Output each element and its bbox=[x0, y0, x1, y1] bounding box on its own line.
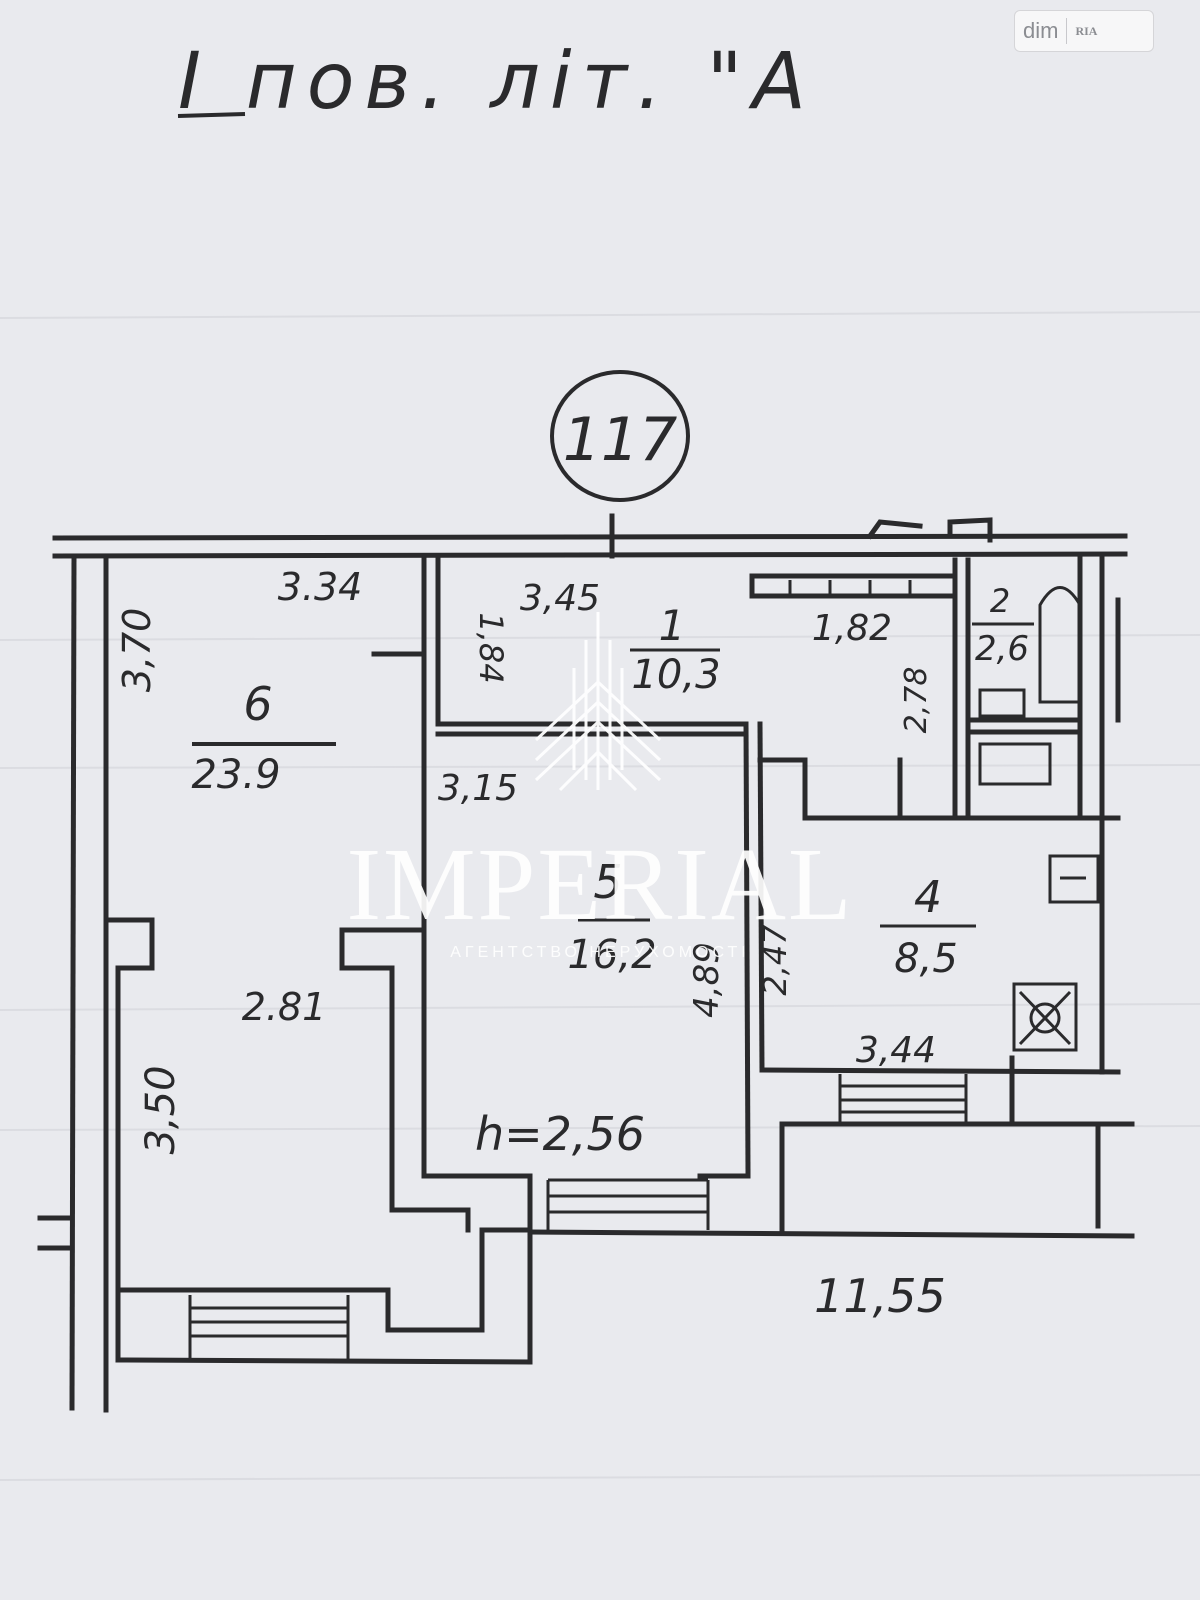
dimension-room1-depth: 1,84 bbox=[472, 612, 510, 683]
walls bbox=[37, 513, 1135, 1413]
room-2-number: 2 bbox=[990, 582, 1010, 620]
dimension-room6-depth-lower: 3,50 bbox=[138, 1065, 184, 1154]
dimension-room6-depth-top: 3,70 bbox=[115, 608, 159, 693]
dimension-room5-depth: 4,89 bbox=[687, 942, 727, 1018]
room-5-area: 16,2 bbox=[567, 932, 656, 978]
stove-icon bbox=[1012, 982, 1078, 1052]
room-6-number: 6 bbox=[243, 677, 272, 731]
dimension-total-width: 11,55 bbox=[814, 1269, 946, 1323]
paper-background-lines bbox=[0, 311, 1200, 1481]
dimension-room6-width-lower: 2.81 bbox=[242, 985, 327, 1029]
apartment-number-marker: 117 bbox=[550, 370, 690, 502]
room-4-area: 8,5 bbox=[894, 936, 958, 982]
dimension-corridor-width: 1,82 bbox=[812, 608, 892, 649]
window-symbols bbox=[188, 580, 968, 1360]
dimension-bath-depth: 2,78 bbox=[899, 667, 934, 734]
badge-site-name: dim bbox=[1023, 18, 1059, 43]
room-6-area: 23.9 bbox=[191, 752, 280, 798]
imperial-logo-icon bbox=[534, 612, 662, 792]
apartment-number: 117 bbox=[563, 405, 678, 475]
ceiling-height: h=2,56 bbox=[475, 1107, 645, 1161]
dimension-labels: 3.34 3,70 3,45 1,84 1,82 2,78 3,15 4,89 … bbox=[115, 565, 946, 1323]
room-2-area: 2,6 bbox=[975, 629, 1029, 669]
ria-logo-icon: RIA bbox=[1075, 23, 1098, 38]
room-4-number: 4 bbox=[914, 872, 942, 923]
dimension-room5-width: 3,15 bbox=[438, 768, 518, 809]
bathtub-icon bbox=[1038, 586, 1082, 704]
floor-caption: I пов. літ. "А bbox=[178, 37, 816, 127]
dim-ria-badge[interactable]: dim RIA bbox=[1014, 10, 1154, 52]
room-1-area: 10,3 bbox=[631, 652, 720, 698]
room-1-number: 1 bbox=[659, 601, 686, 650]
dimension-kitchen-depth: 2,47 bbox=[756, 924, 794, 996]
dimension-room1-width: 3,45 bbox=[520, 578, 600, 619]
room-5-number: 5 bbox=[593, 855, 622, 909]
dimension-room6-width: 3.34 bbox=[278, 565, 363, 609]
badge-divider bbox=[1066, 18, 1068, 44]
room-labels: 6 23.9 1 10,3 2 2,6 5 16,2 4 8,5 bbox=[191, 582, 1034, 982]
sink-icon bbox=[978, 688, 1100, 904]
dimension-kitchen-width: 3,44 bbox=[856, 1030, 936, 1071]
